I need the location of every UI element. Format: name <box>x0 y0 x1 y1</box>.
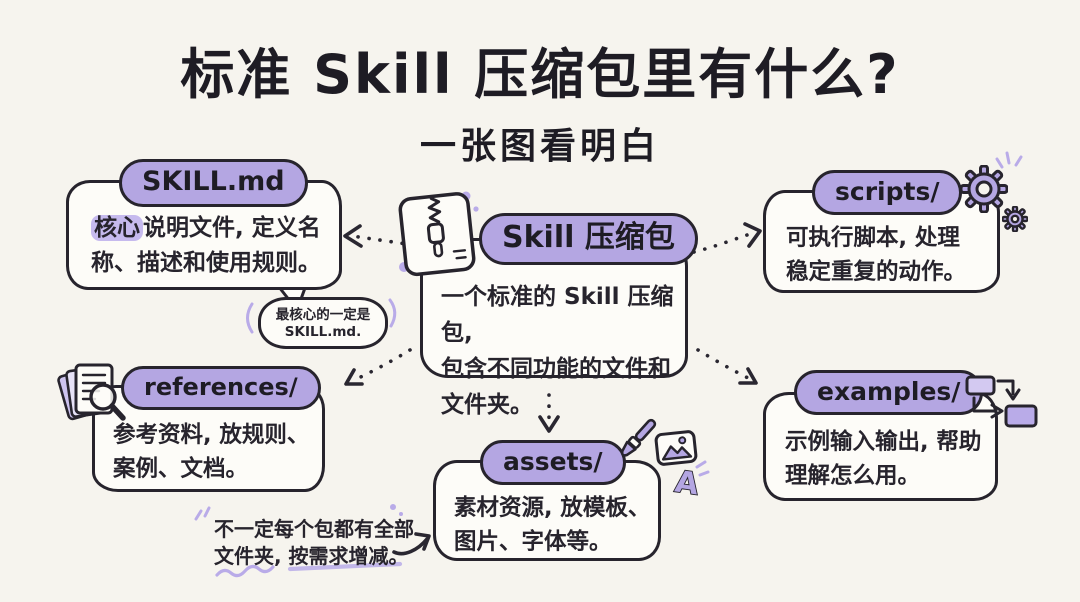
node-references: references/ 参考资料, 放规则、 案例、文档。 <box>57 363 325 492</box>
examples-label-pill: examples/ <box>794 370 984 416</box>
note-line1: 不一定每个包都有全部 <box>214 517 414 541</box>
references-label-pill: references/ <box>121 366 321 410</box>
arrowhead-examples <box>738 367 758 385</box>
page-subtitle: 一张图看明白 <box>419 126 660 167</box>
assets-label-pill: assets/ <box>480 440 626 486</box>
scripts-line1: 可执行脚本, 处理 <box>786 225 960 251</box>
callout-line2: SKILL.md. <box>284 324 362 340</box>
arrowhead-skill-md <box>343 224 363 248</box>
references-line1: 参考资料, 放规则、 <box>113 422 310 448</box>
note-line2: 文件夹, 按需求增减。 <box>214 544 409 568</box>
image-icon <box>654 429 698 467</box>
center-label-pill: Skill 压缩包 <box>479 213 698 265</box>
gear-icon-large <box>959 164 1009 214</box>
center-line1: 一个标准的 Skill 压缩包, <box>441 284 674 346</box>
assets-description: 素材资源, 放模板、 图片、字体等。 <box>454 491 650 559</box>
assets-line1: 素材资源, 放模板、 <box>454 495 651 521</box>
examples-line2: 理解怎么用。 <box>785 463 921 489</box>
skill-md-label-pill: SKILL.md <box>119 159 308 207</box>
references-label: references/ <box>144 373 298 401</box>
node-examples: examples/ 示例输入输出, 帮助 理解怎么用。 <box>763 370 1038 501</box>
note-arrowhead <box>414 532 431 551</box>
dot-decoration <box>390 504 396 510</box>
highlight-mark: 核心 <box>91 215 143 241</box>
skill-md-line1: 说明文件, 定义名 <box>143 215 321 241</box>
references-description: 参考资料, 放规则、 案例、文档。 <box>113 418 309 486</box>
arrowhead-references <box>344 368 364 386</box>
gear-icon-small <box>1001 205 1029 233</box>
center-label: Skill 压缩包 <box>502 220 675 255</box>
scripts-line2: 稳定重复的动作。 <box>786 259 967 285</box>
node-scripts: scripts/ <box>763 164 1029 293</box>
callout-accent-left <box>246 302 254 334</box>
center-line3: 文件夹。 <box>441 392 533 418</box>
arrowhead-scripts <box>743 222 762 248</box>
skill-md-line2: 称、描述和使用规则。 <box>91 250 321 276</box>
callout-accent-right <box>388 298 397 328</box>
sparkle-note <box>194 506 211 521</box>
scripts-label: scripts/ <box>835 177 940 206</box>
assets-line2: 图片、字体等。 <box>454 529 612 555</box>
arrow-to-examples <box>696 348 754 382</box>
skill-md-description: 核心说明文件, 定义名 称、描述和使用规则。 <box>91 211 321 281</box>
scripts-description: 可执行脚本, 处理 稳定重复的动作。 <box>786 221 966 289</box>
examples-description: 示例输入输出, 帮助 理解怎么用。 <box>785 425 981 493</box>
examples-label: examples/ <box>817 377 961 406</box>
arrow-to-references <box>350 348 412 383</box>
callout-bubble: 最核心的一定是 SKILL.md. <box>258 297 388 349</box>
assets-label: assets/ <box>503 447 603 476</box>
scripts-label-pill: scripts/ <box>812 170 963 216</box>
node-center-skill-package: Skill 压缩包 一个标准的 Skill 压缩包, 包含不同功能的文件和 文件… <box>398 192 698 418</box>
zip-archive-icon <box>395 187 482 281</box>
node-skill-md: SKILL.md 核心说明文件, 定义名 称、描述和使用规则。 <box>66 159 342 290</box>
documents-magnifier-icon <box>57 360 129 428</box>
note-text: 不一定每个包都有全部 文件夹, 按需求增减。 <box>214 516 414 570</box>
node-assets: assets/ A <box>433 418 702 561</box>
center-line2: 包含不同功能的文件和 <box>441 356 671 382</box>
flow-diagram-icon <box>964 373 1038 429</box>
skill-md-label: SKILL.md <box>142 166 285 197</box>
font-letter-icon: A <box>672 464 702 504</box>
callout-line1: 最核心的一定是 <box>275 307 371 323</box>
references-line2: 案例、文档。 <box>113 456 249 482</box>
arrow-to-scripts <box>692 232 752 254</box>
page-title: 标准 Skill 压缩包里有什么? <box>180 43 900 106</box>
examples-line1: 示例输入输出, 帮助 <box>785 429 982 455</box>
svg-text:A: A <box>673 465 702 500</box>
paintbrush-icon <box>612 415 662 465</box>
header: 标准 Skill 压缩包里有什么? 一张图看明白 <box>0 30 1080 169</box>
center-description: 一个标准的 Skill 压缩包, 包含不同功能的文件和 文件夹。 <box>441 279 685 423</box>
